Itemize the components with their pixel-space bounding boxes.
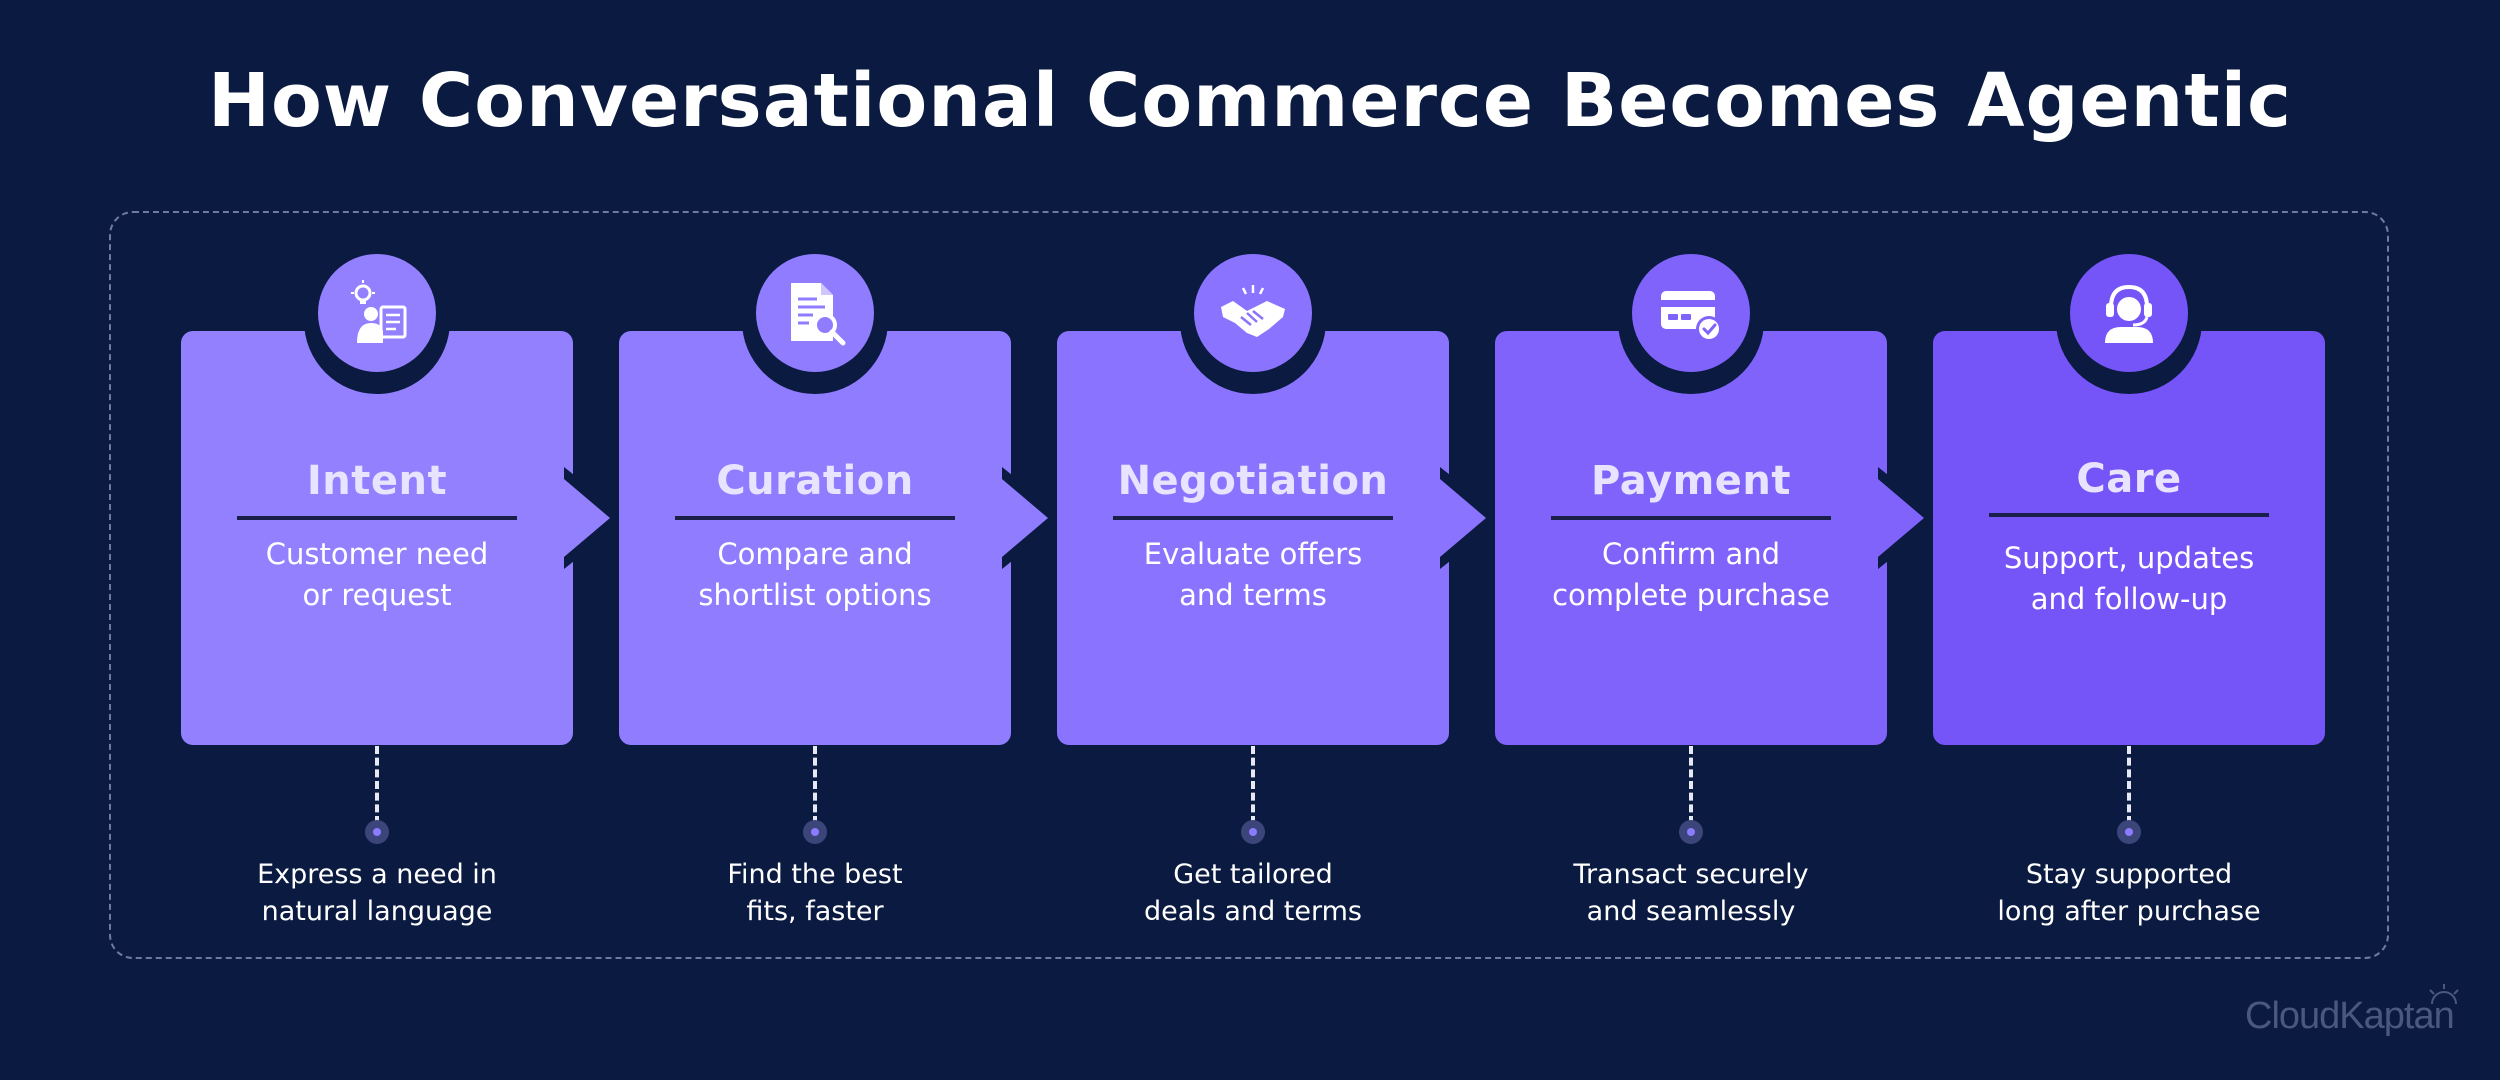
person-idea-icon <box>351 280 407 343</box>
step-description: Customer need or request <box>265 537 489 612</box>
card-check-icon <box>1661 291 1722 342</box>
connector-dot <box>803 820 827 844</box>
step-card <box>1495 331 1887 745</box>
step-payment: Payment Confirm and complete purchase Tr… <box>1495 0 1942 1080</box>
step-description: Confirm and complete purchase <box>1552 537 1830 612</box>
document-search-icon <box>791 283 846 346</box>
dashed-connector <box>1251 746 1255 824</box>
title-divider <box>675 516 955 520</box>
sun-icon <box>2429 984 2459 1005</box>
dashed-connector <box>813 746 817 824</box>
dashed-connector <box>2127 746 2131 824</box>
step-description: Compare and shortlist options <box>698 537 932 612</box>
step-card <box>619 331 1011 745</box>
page-title: How Conversational Commerce Becomes Agen… <box>208 58 2292 144</box>
dashed-connector <box>1689 746 1693 824</box>
step-negotiation: Negotiation Evaluate offers and terms Ge… <box>1057 0 1504 1080</box>
step-title: Negotiation <box>1117 458 1389 504</box>
step-card <box>1057 331 1449 745</box>
step-description: Evaluate offers and terms <box>1143 537 1363 612</box>
step-benefit: Transact securely and seamlessly <box>1573 859 1809 927</box>
dashed-connector <box>375 746 379 824</box>
icon-badge <box>1618 248 1764 394</box>
arrow-connector <box>1878 467 1942 569</box>
step-description: Support, updates and follow-up <box>2003 541 2255 616</box>
connector-dot <box>1679 820 1703 844</box>
arrow-connector <box>1440 467 1504 569</box>
step-curation: Curation Compare and shortlist options F… <box>619 0 1066 1080</box>
connector-dot <box>365 820 389 844</box>
step-card <box>1933 331 2325 745</box>
step-benefit: Express a need in natural language <box>257 859 497 927</box>
arrow-connector <box>1002 467 1066 569</box>
step-title: Payment <box>1591 458 1791 504</box>
icon-badge <box>304 248 450 394</box>
arrow-connector <box>564 467 628 569</box>
support-agent-icon <box>2105 284 2153 343</box>
handshake-icon <box>1221 285 1285 337</box>
title-divider <box>1113 516 1393 520</box>
step-title: Intent <box>306 458 448 504</box>
step-title: Curation <box>716 458 914 504</box>
connector-dot <box>1241 820 1265 844</box>
title-divider <box>1551 516 1831 520</box>
step-title: Care <box>2076 456 2182 502</box>
icon-badge <box>2056 248 2202 394</box>
process-frame <box>109 211 2389 959</box>
connector-dot <box>2117 820 2141 844</box>
step-benefit: Get tailored deals and terms <box>1143 859 1363 927</box>
step-benefit: Stay supported long after purchase <box>1997 859 2261 927</box>
icon-badge <box>1180 248 1326 394</box>
step-card <box>181 331 573 745</box>
step-benefit: Find the best fits, faster <box>727 859 903 927</box>
title-divider <box>1989 513 2269 517</box>
brand-logo: CloudKaptan <box>2245 995 2455 1037</box>
title-divider <box>237 516 517 520</box>
step-intent: Intent Customer need or request Express … <box>181 0 628 1080</box>
step-care: Care Support, updates and follow-up Stay… <box>1933 0 2325 1080</box>
icon-badge <box>742 248 888 394</box>
